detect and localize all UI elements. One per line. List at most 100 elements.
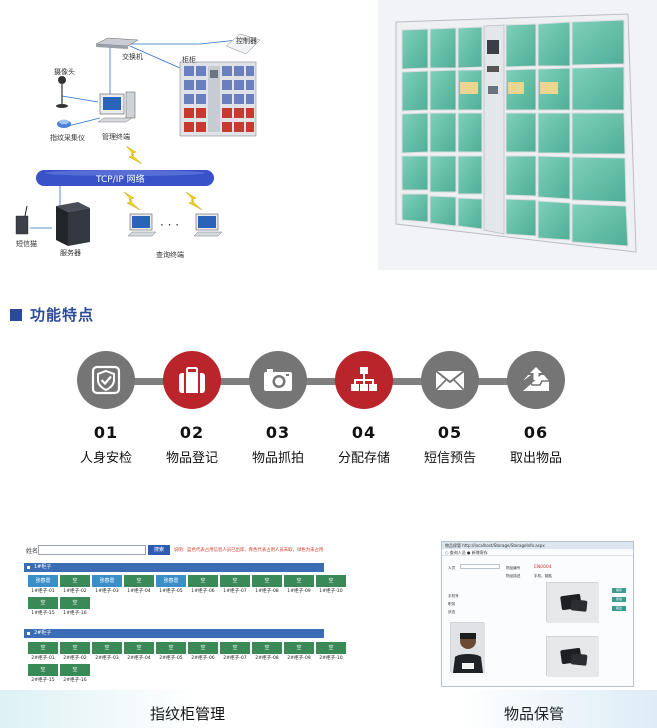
locker-cell-status: 空 — [60, 664, 90, 676]
capture-button[interactable]: 抓拍 — [612, 597, 626, 602]
locker-cell-label: 2#柜子-16 — [63, 678, 87, 683]
locker-cell-status: 空 — [316, 575, 346, 587]
query-terminal-icon — [127, 213, 157, 237]
camera-icon — [264, 369, 292, 391]
cabinet-group-header: 2#柜子 — [24, 629, 324, 638]
person-icon — [451, 623, 485, 673]
locker-cell-label: 2#柜子-02 — [63, 656, 87, 661]
server-icon — [56, 202, 90, 246]
query-terminal-label: 查询终端 — [156, 251, 184, 259]
feature-name: 分配存储 — [337, 451, 390, 466]
network-diagram: 交换机 控制器 摄像头 指纹采集仪 管理终端 柜柜 TCP/IP 网络 短信猫 … — [0, 0, 370, 270]
feature-number: 05 — [437, 423, 463, 442]
locker-cell-label: 1#柜子-15 — [31, 611, 55, 616]
feature-circle — [421, 351, 479, 409]
luggage-icon — [179, 367, 205, 393]
locker-cell-status: 空 — [124, 575, 154, 587]
position-label: 职务 — [448, 602, 456, 606]
locker-cell-status: 空 — [60, 597, 90, 609]
locker-cell-label: 1#柜子-05 — [159, 589, 183, 594]
locker-cell-status: 空 — [284, 642, 314, 654]
locker-cell-status: 空 — [252, 575, 282, 587]
locker-photo — [378, 0, 657, 270]
terminal-label: 管理终端 — [102, 133, 130, 141]
locker-cell-status: 张春雷 — [28, 575, 58, 587]
lightning-icon — [125, 145, 143, 165]
feature-circle — [335, 351, 393, 409]
phone-label: 手机号 — [448, 594, 459, 598]
controller-label: 控制器 — [236, 37, 257, 45]
feature-number: 03 — [265, 423, 291, 442]
locker-cell-label: 1#柜子-03 — [95, 589, 119, 594]
feature-number: 02 — [179, 423, 205, 442]
locker-cell-label: 1#柜子-10 — [319, 589, 343, 594]
locker-cell[interactable]: 空 1#柜子-10 — [316, 575, 346, 594]
locker-cell[interactable]: 空 1#柜子-08 — [252, 575, 282, 594]
locker-cell-status: 空 — [92, 642, 122, 654]
locker-cell-label: 2#柜子-01 — [31, 656, 55, 661]
person-select[interactable] — [460, 564, 500, 569]
search-input[interactable] — [38, 545, 146, 555]
lightning-icon — [185, 191, 203, 211]
locker-cell-label: 1#柜子-09 — [287, 589, 311, 594]
save-button[interactable]: 保存 — [612, 588, 626, 593]
locker-cell[interactable]: 张春雷 1#柜子-01 — [28, 575, 58, 594]
storage-caption: 物品保管 — [504, 705, 565, 723]
query-terminal-icon — [193, 213, 223, 237]
mode-toolbar[interactable]: ○ 查询人员 ● 新增寄存 — [442, 549, 633, 556]
switch-icon — [95, 37, 139, 49]
locker-cell-label: 2#柜子-04 — [127, 656, 151, 661]
status-label: 状态 — [448, 610, 456, 614]
feature-item: 06 取出物品 — [496, 351, 576, 466]
locker-cell-status: 空 — [220, 575, 250, 587]
locker-cell-label: 2#柜子-05 — [159, 656, 183, 661]
shield-check-icon — [91, 365, 121, 395]
locker-cell-status: 空 — [284, 575, 314, 587]
camera-label: 摄像头 — [54, 68, 75, 76]
locker-cell[interactable]: 空 2#柜子-04 — [124, 642, 154, 661]
feature-circle — [163, 351, 221, 409]
take-out-button[interactable]: 取出 — [612, 606, 626, 611]
feature-name: 物品抓拍 — [251, 451, 304, 466]
feature-number: 04 — [351, 423, 377, 442]
locker-cell-status: 空 — [188, 642, 218, 654]
locker-cell-label: 1#柜子-08 — [255, 589, 279, 594]
locker-cell[interactable]: 空 1#柜子-09 — [284, 575, 314, 594]
section-title: 功能特点 — [10, 304, 94, 325]
fingerprint-label: 指纹采集仪 — [50, 134, 85, 142]
fingerprint-reader-icon — [57, 119, 71, 128]
tray-upload-icon — [523, 367, 549, 391]
locker-cell-status: 空 — [28, 597, 58, 609]
feature-item: 01 人身安检 — [66, 351, 146, 466]
ellipsis: · · · — [160, 218, 180, 232]
locker-cell-label: 2#柜子-08 — [255, 656, 279, 661]
locker-cabinet-icon — [179, 61, 257, 137]
locker-cell[interactable]: 空 1#柜子-15 — [28, 597, 58, 616]
feature-name: 人身安检 — [79, 451, 132, 466]
locker-cell-label: 1#柜子-01 — [31, 589, 55, 594]
locker-cell[interactable]: 空 2#柜子-16 — [60, 664, 90, 683]
feature-item: 04 分配存储 — [324, 351, 404, 466]
item-desc-value: 手机、钥匙 — [534, 574, 552, 578]
locker-cell-status: 空 — [124, 642, 154, 654]
locker-cell-label: 1#柜子-02 — [63, 589, 87, 594]
search-button[interactable]: 搜索 — [148, 545, 170, 555]
locker-cell-status: 空 — [220, 642, 250, 654]
